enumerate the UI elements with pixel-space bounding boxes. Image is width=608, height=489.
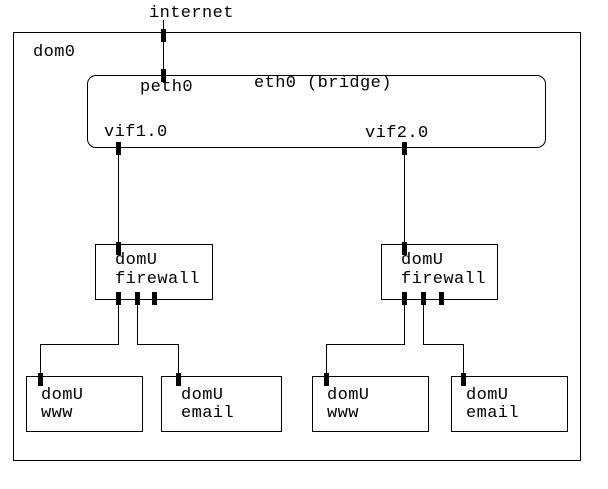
email-left-line1: domU	[181, 386, 224, 405]
connector-firewall-right-drop1	[404, 300, 405, 344]
email-right-line1: domU	[466, 386, 509, 405]
tick-vif1-bottom	[116, 142, 121, 155]
tick-bridge-top	[161, 69, 166, 82]
dom0-box	[13, 32, 581, 461]
dom0-label: dom0	[33, 43, 76, 62]
connector-to-www-left	[40, 344, 41, 376]
tick-vif2-bottom	[402, 142, 407, 155]
bridge-box	[87, 75, 546, 148]
tick-firewall-left-bottom-2	[135, 292, 140, 305]
internet-label: internet	[149, 4, 234, 23]
connector-firewall-left-drop2	[137, 300, 138, 344]
tick-internet-dom0	[161, 29, 166, 42]
www-right-box	[312, 376, 429, 432]
www-right-line2: www	[327, 404, 359, 423]
tick-firewall-right-top	[402, 242, 407, 255]
email-right-box	[451, 376, 568, 432]
tick-firewall-right-bottom-3	[439, 292, 444, 305]
firewall-left-line1: domU	[115, 251, 158, 270]
tick-www-left-top	[38, 373, 43, 386]
connector-firewall-left-horiz2	[137, 344, 179, 345]
vif1-label: vif1.0	[104, 123, 168, 142]
www-right-line1: domU	[327, 386, 370, 405]
www-left-line2: www	[41, 404, 73, 423]
connector-internet-to-bridge	[163, 20, 164, 75]
tick-firewall-left-top	[116, 242, 121, 255]
www-left-box	[26, 376, 143, 432]
tick-email-left-top	[176, 373, 181, 386]
www-left-line1: domU	[41, 386, 84, 405]
tick-email-right-top	[461, 373, 466, 386]
vif2-label: vif2.0	[365, 124, 429, 143]
tick-firewall-right-bottom-2	[421, 292, 426, 305]
connector-to-email-left	[178, 344, 179, 376]
tick-firewall-left-bottom-3	[152, 292, 157, 305]
firewall-right-line2: firewall	[401, 270, 486, 289]
connector-firewall-right-horiz2	[423, 344, 464, 345]
tick-firewall-left-bottom-1	[116, 292, 121, 305]
connector-to-email-right	[463, 344, 464, 376]
email-left-line2: email	[181, 404, 235, 423]
connector-firewall-right-horiz1	[326, 344, 405, 345]
peth0-label: peth0	[140, 78, 194, 97]
connector-firewall-right-drop2	[423, 300, 424, 344]
firewall-right-line1: domU	[401, 251, 444, 270]
tick-www-right-top	[324, 373, 329, 386]
eth0-bridge-label: eth0 (bridge)	[254, 74, 392, 93]
tick-firewall-right-bottom-1	[402, 292, 407, 305]
firewall-left-line2: firewall	[115, 270, 200, 289]
email-right-line2: email	[466, 404, 520, 423]
email-left-box	[161, 376, 282, 432]
connector-vif2-to-firewall-right	[404, 148, 405, 244]
connector-firewall-left-horiz1	[40, 344, 119, 345]
connector-firewall-left-drop1	[118, 300, 119, 344]
connector-vif1-to-firewall-left	[118, 148, 119, 244]
connector-to-www-right	[326, 344, 327, 376]
